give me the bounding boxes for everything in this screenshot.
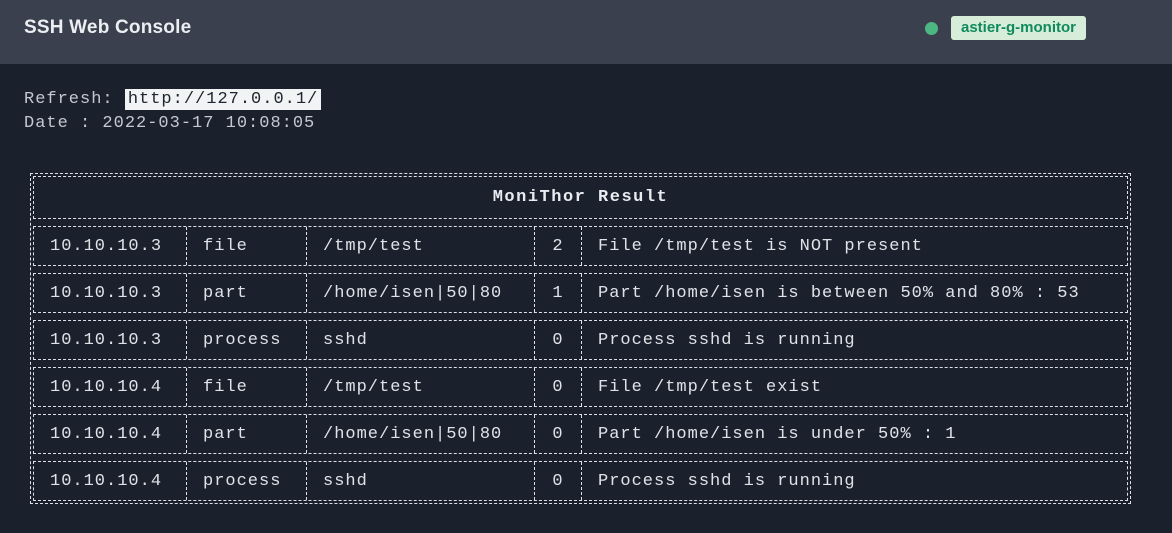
cell-check-type: file (186, 227, 306, 265)
table-row: 10.10.10.3 part /home/isen|50|80 1 Part … (33, 273, 1128, 313)
cell-check-type: part (186, 274, 306, 312)
cell-status-code: 0 (534, 321, 581, 359)
cell-status-code: 0 (534, 368, 581, 406)
cell-target: sshd (306, 462, 534, 500)
table-row: 10.10.10.4 file /tmp/test 0 File /tmp/te… (33, 367, 1128, 407)
table-row: 10.10.10.4 process sshd 0 Process sshd i… (33, 461, 1128, 501)
page-title: SSH Web Console (24, 17, 192, 38)
cell-message: Process sshd is running (581, 321, 1127, 359)
cell-target: sshd (306, 321, 534, 359)
cell-check-type: process (186, 321, 306, 359)
cell-status-code: 0 (534, 415, 581, 453)
date-label: Date : (24, 114, 103, 133)
cell-message: Part /home/isen is under 50% : 1 (581, 415, 1127, 453)
cell-message: Part /home/isen is between 50% and 80% :… (581, 274, 1127, 312)
monitor-name-badge[interactable]: astier-g-monitor (950, 16, 1086, 40)
cell-check-type: process (186, 462, 306, 500)
console-output: Refresh: http://127.0.0.1/ Date : 2022-0… (0, 64, 1172, 504)
cell-message: Process sshd is running (581, 462, 1127, 500)
table-row: 10.10.10.4 part /home/isen|50|80 0 Part … (33, 414, 1128, 454)
cell-status-code: 0 (534, 462, 581, 500)
cell-host: 10.10.10.3 (50, 283, 163, 303)
cell-host: 10.10.10.3 (50, 236, 163, 256)
refresh-label: Refresh: (24, 90, 125, 109)
monitor-table-title: MoniThor Result (33, 176, 1128, 219)
cell-host: 10.10.10.4 (50, 471, 163, 491)
cell-target: /home/isen|50|80 (306, 415, 534, 453)
cell-target: /tmp/test (306, 368, 534, 406)
table-row: 10.10.10.3 process sshd 0 Process sshd i… (33, 320, 1128, 360)
monitor-table-body: 10.10.10.3 file /tmp/test 2 File /tmp/te… (33, 226, 1128, 501)
cell-status-code: 1 (534, 274, 581, 312)
monitor-table: MoniThor Result 10.10.10.3 file /tmp/tes… (30, 173, 1131, 504)
app-header: SSH Web Console astier-g-monitor (0, 0, 1172, 64)
refresh-link[interactable]: http://127.0.0.1/ (124, 89, 322, 110)
cell-host: 10.10.10.3 (50, 330, 163, 350)
status-dot-icon (924, 21, 938, 35)
date-line: Date : 2022-03-17 10:08:05 (24, 112, 1172, 136)
table-row: 10.10.10.3 file /tmp/test 2 File /tmp/te… (33, 226, 1128, 266)
monitor-status: astier-g-monitor (924, 16, 1086, 40)
cell-target: /tmp/test (306, 227, 534, 265)
cell-status-code: 2 (534, 227, 581, 265)
refresh-line: Refresh: http://127.0.0.1/ (24, 88, 1172, 112)
cell-host: 10.10.10.4 (50, 424, 163, 444)
date-value: 2022-03-17 10:08:05 (102, 114, 316, 133)
cell-target: /home/isen|50|80 (306, 274, 534, 312)
cell-check-type: file (186, 368, 306, 406)
cell-message: File /tmp/test exist (581, 368, 1127, 406)
cell-host: 10.10.10.4 (50, 377, 163, 397)
cell-message: File /tmp/test is NOT present (581, 227, 1127, 265)
cell-check-type: part (186, 415, 306, 453)
